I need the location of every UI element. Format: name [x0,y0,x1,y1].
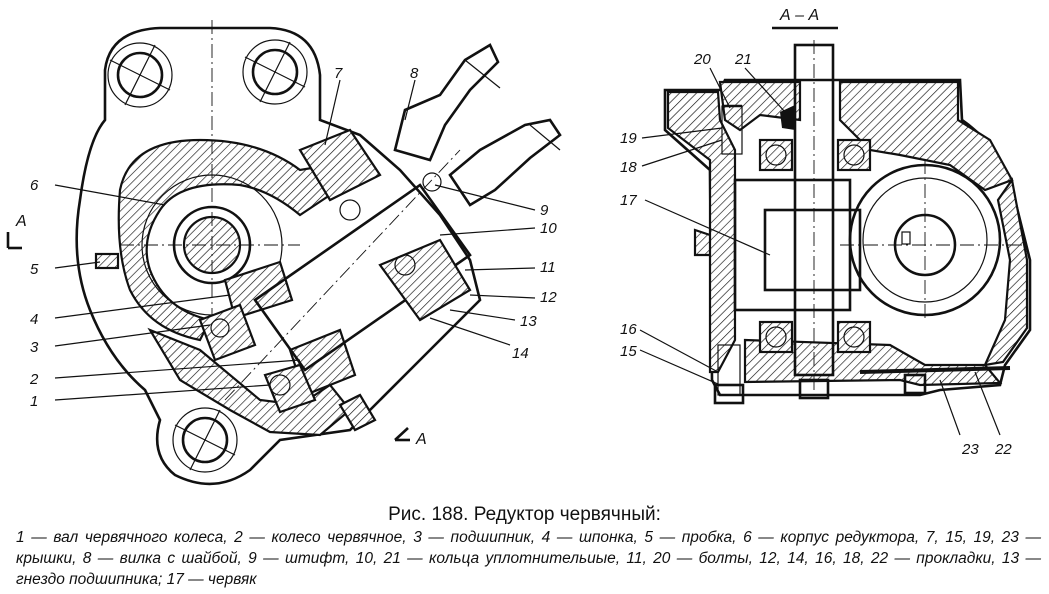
worm-gearbox-drawing: А А 1 2 3 4 5 6 7 8 9 10 11 12 [6,7,1032,486]
callout-4: 4 [30,311,38,328]
worm-wheel-teeth [223,260,294,320]
callout-20: 20 [693,51,711,68]
mount-hole-bottom [172,407,238,473]
worm-wheel-shaft [120,20,300,330]
bearings [758,138,872,354]
bottom-bolt [338,393,377,432]
callout-6: 6 [30,177,39,194]
callout-22: 22 [994,441,1012,458]
section-view: А – А [663,7,1032,405]
callout-11: 11 [540,259,556,276]
section-wall-top [718,80,802,132]
callout-18: 18 [620,159,637,176]
svg-text:А: А [415,431,427,448]
callout-21: 21 [734,51,752,68]
callout-3: 3 [30,339,39,356]
diagonal-shaft-assembly [198,128,472,414]
callout-labels-left: 1 2 3 4 5 6 7 8 9 10 11 12 13 14 [29,65,557,410]
callout-2: 2 [29,371,39,388]
callout-7: 7 [334,65,343,82]
callout-15: 15 [620,343,637,360]
callout-17: 17 [620,192,637,209]
callout-12: 12 [540,289,557,306]
callout-5: 5 [30,261,39,278]
callout-16: 16 [620,321,637,338]
housing-outline [75,26,482,486]
callout-leaders-right [639,67,1001,436]
callout-1: 1 [30,393,38,410]
section-wall-top-right [838,80,1014,192]
worm [763,208,862,292]
fork-with-washer [393,43,562,207]
section-mark-bottom: А [394,427,427,448]
svg-text:А: А [15,213,27,230]
callout-9: 9 [540,202,549,219]
bolts [713,104,927,405]
section-title: А – А [779,7,819,24]
caption-body: 1 — вал червячного колеса, 2 — колесо че… [16,529,1041,588]
bottom-gasket [859,366,1011,374]
callout-leaders-left [54,79,536,401]
section-worm-wheel [840,160,1025,320]
section-mark-left: А [6,213,27,250]
main-view: А А [6,20,562,486]
figure-caption: Рис. 188. Редуктор червячный: 1 — вал че… [0,503,1049,590]
plug [94,252,120,270]
callout-10: 10 [540,220,557,237]
mount-hole-top-left [107,42,173,108]
vertical-shaft [793,40,835,398]
callout-8: 8 [410,65,419,82]
callout-23: 23 [961,441,979,458]
callout-14: 14 [512,345,529,362]
callout-19: 19 [620,130,637,147]
callout-labels-right: 15 16 17 18 19 20 21 22 23 [620,51,1012,458]
caption-title: Рис. 188. Редуктор червячный: [388,504,661,525]
callout-13: 13 [520,313,537,330]
mount-hole-top-right [242,39,308,105]
housing-wall [117,138,347,342]
